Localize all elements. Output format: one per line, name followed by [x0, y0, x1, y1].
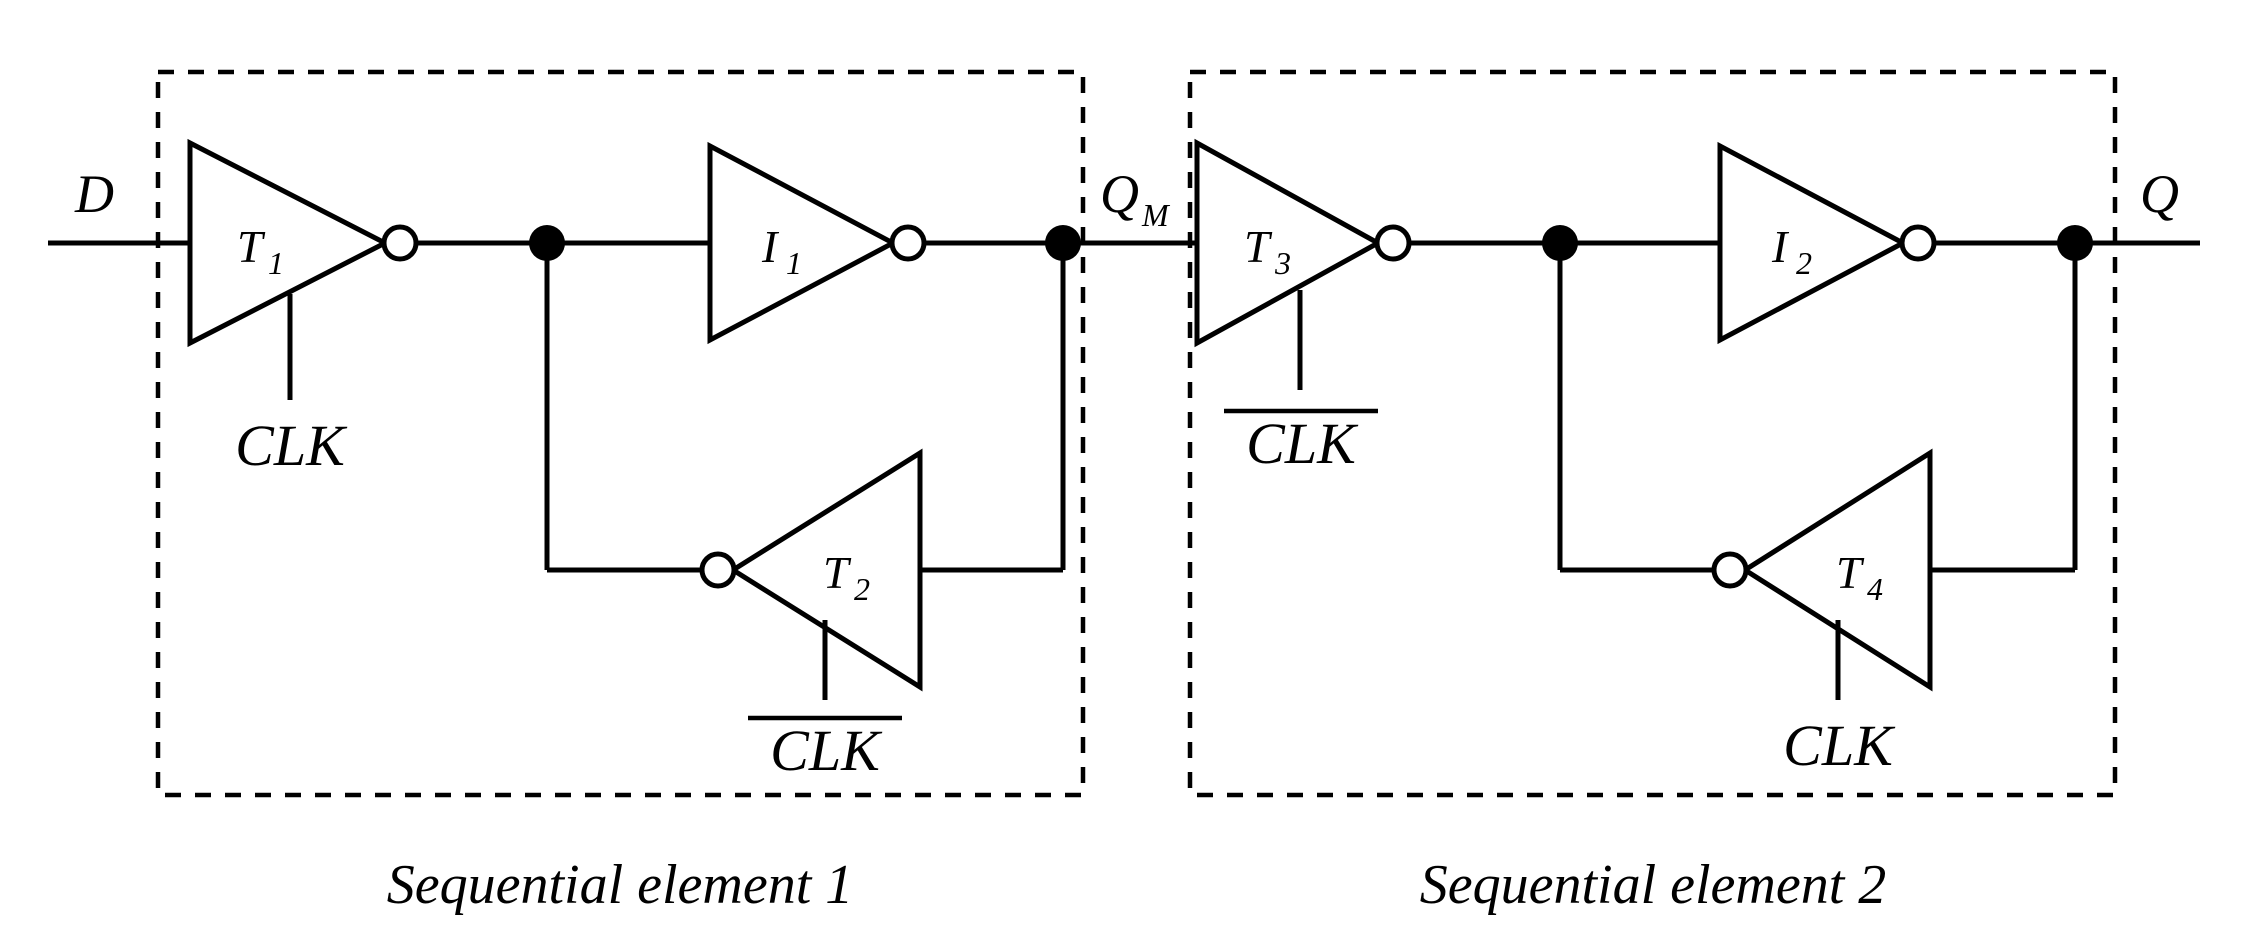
label-gate-T4-subscript: 4 — [1867, 571, 1883, 607]
group-box-element-1 — [155, 69, 1086, 798]
label-gate-I2-subscript: 2 — [1796, 245, 1812, 281]
bubble-I1 — [889, 224, 927, 262]
label-gate-T3: T — [1244, 221, 1273, 272]
label-gate-T1: T — [237, 221, 266, 272]
label-gate-I1: I — [761, 221, 780, 272]
label-signal-qm-subscript: M — [1141, 197, 1171, 233]
group-box-element-2 — [1187, 69, 2118, 798]
label-signal-d: D — [74, 164, 114, 224]
label-signal-qm: Q — [1100, 164, 1139, 224]
caption-element-1: Sequential element 1 — [387, 854, 854, 916]
bubble-T4 — [1711, 551, 1749, 589]
bubble-T1 — [381, 224, 419, 262]
label-clock-T1: CLK — [235, 413, 348, 478]
label-gate-T4: T — [1836, 547, 1865, 598]
label-gate-T2-subscript: 2 — [854, 571, 870, 607]
gate-T3 — [1194, 138, 1384, 348]
label-signal-q: Q — [2140, 164, 2179, 224]
gate-I2 — [1717, 141, 1909, 345]
label-clockbar-T3: CLK — [1246, 411, 1359, 476]
label-clock-T4: CLK — [1783, 713, 1896, 778]
label-gate-T1-subscript: 1 — [268, 245, 284, 281]
gate-I1 — [707, 141, 899, 345]
gate-T1 — [187, 138, 391, 348]
label-gate-I1-subscript: 1 — [786, 245, 802, 281]
label-clockbar-T2: CLK — [770, 718, 883, 783]
bubble-T2 — [699, 551, 737, 589]
label-gate-T3-subscript: 3 — [1274, 245, 1291, 281]
caption-element-2: Sequential element 2 — [1420, 854, 1887, 916]
label-gate-I2: I — [1771, 221, 1790, 272]
bubble-I2 — [1899, 224, 1937, 262]
bubble-T3 — [1374, 224, 1412, 262]
label-gate-T2: T — [823, 547, 852, 598]
